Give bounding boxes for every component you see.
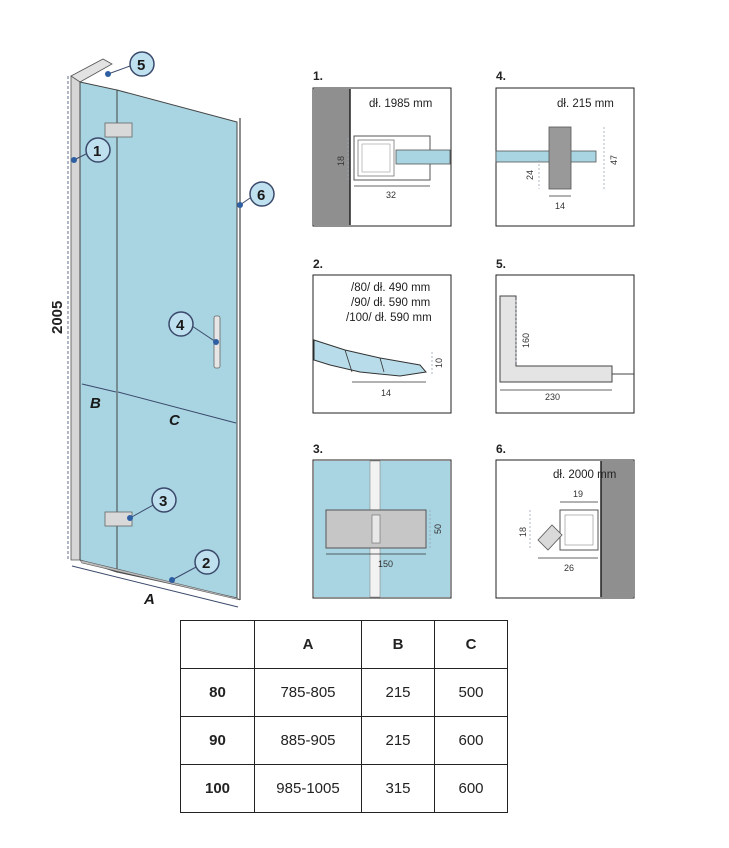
callout-6 — [249, 181, 275, 207]
detail-6-dim-19: 19 — [573, 489, 583, 499]
detail-4-dim-47: 47 — [609, 155, 619, 165]
detail-5-dim-230: 230 — [545, 392, 560, 402]
detail-6: 6. dł. 2000 mm 19 18 26 — [495, 442, 635, 599]
door-overview: 2005 B C A 1 5 6 4 3 — [49, 51, 275, 608]
callout-3-number: 3 — [159, 493, 167, 510]
detail-1-dim-18: 18 — [336, 156, 346, 166]
row-size: 90 — [180, 716, 255, 765]
callout-6-number: 6 — [257, 187, 265, 204]
detail-1-dim-32: 32 — [386, 190, 396, 200]
detail-6-dim-18: 18 — [518, 527, 528, 537]
detail-5-dim-160: 160 — [521, 333, 531, 348]
dim-b-label: B — [90, 395, 101, 412]
detail-2-label: 2. — [313, 257, 323, 271]
detail-6-dim-26: 26 — [564, 563, 574, 573]
row-b: 315 — [361, 764, 435, 813]
callout-5 — [129, 51, 155, 77]
row-a: 985-1005 — [254, 764, 362, 813]
detail-2: 2. /80/ dł. 490 mm /90/ dł. 590 mm /100/… — [312, 257, 452, 414]
detail-2-note-80: /80/ dł. 490 mm — [351, 282, 430, 294]
detail-2-dim-14: 14 — [381, 388, 391, 398]
callout-2-number: 2 — [202, 555, 210, 572]
callout-4 — [168, 311, 194, 337]
hinge-top — [104, 122, 133, 138]
detail-3-dim-150: 150 — [378, 559, 393, 569]
detail-5-label: 5. — [496, 257, 506, 271]
table-header-c: C — [434, 620, 508, 669]
dim-c-label: C — [169, 412, 181, 429]
dim-a-label: A — [143, 591, 155, 608]
row-a: 885-905 — [254, 716, 362, 765]
row-c: 500 — [434, 668, 508, 717]
table-row: 90 885-905 215 600 — [180, 716, 508, 765]
detail-6-note: dł. 2000 mm — [553, 469, 616, 481]
detail-4: 4. dł. 215 mm 47 24 14 — [495, 69, 635, 227]
table-header-b: B — [361, 620, 435, 669]
row-b: 215 — [361, 668, 435, 717]
detail-1: 1. dł. 1985 mm 18 32 — [312, 69, 452, 227]
detail-3-label: 3. — [313, 442, 323, 456]
table-header-a: A — [254, 620, 362, 669]
detail-4-dim-24: 24 — [525, 170, 535, 180]
detail-6-label: 6. — [496, 442, 506, 456]
callout-1 — [85, 137, 111, 163]
row-c: 600 — [434, 764, 508, 813]
callout-5-number: 5 — [137, 57, 145, 74]
detail-2-note-90: /90/ dł. 590 mm — [351, 297, 430, 309]
detail-4-dim-14: 14 — [555, 201, 565, 211]
callout-3 — [151, 487, 177, 513]
detail-2-dim-10: 10 — [434, 358, 444, 368]
row-c: 600 — [434, 716, 508, 765]
detail-2-note-100: /100/ dł. 590 mm — [346, 312, 432, 324]
height-dimension: 2005 — [49, 301, 66, 334]
table-row: 100 985-1005 315 600 — [180, 764, 508, 813]
callout-1-number: 1 — [93, 143, 101, 160]
row-size: 100 — [180, 764, 255, 813]
detail-4-label: 4. — [496, 69, 506, 83]
table-header-row: A B C — [180, 620, 508, 669]
row-a: 785-805 — [254, 668, 362, 717]
row-size: 80 — [180, 668, 255, 717]
detail-3: 3. 50 150 — [312, 442, 452, 599]
table-row: 80 785-805 215 500 — [180, 668, 508, 717]
table-header-empty — [180, 620, 255, 669]
detail-1-note: dł. 1985 mm — [369, 98, 432, 110]
detail-3-dim-50: 50 — [433, 524, 443, 534]
row-b: 215 — [361, 716, 435, 765]
detail-5: 5. 160 230 — [495, 257, 635, 414]
callout-4-number: 4 — [176, 317, 185, 334]
dimensions-table: A B C 80 785-805 215 500 90 885-905 215 … — [180, 620, 508, 813]
callout-2 — [194, 549, 220, 575]
detail-1-label: 1. — [313, 69, 323, 83]
detail-4-note: dł. 215 mm — [557, 98, 614, 110]
